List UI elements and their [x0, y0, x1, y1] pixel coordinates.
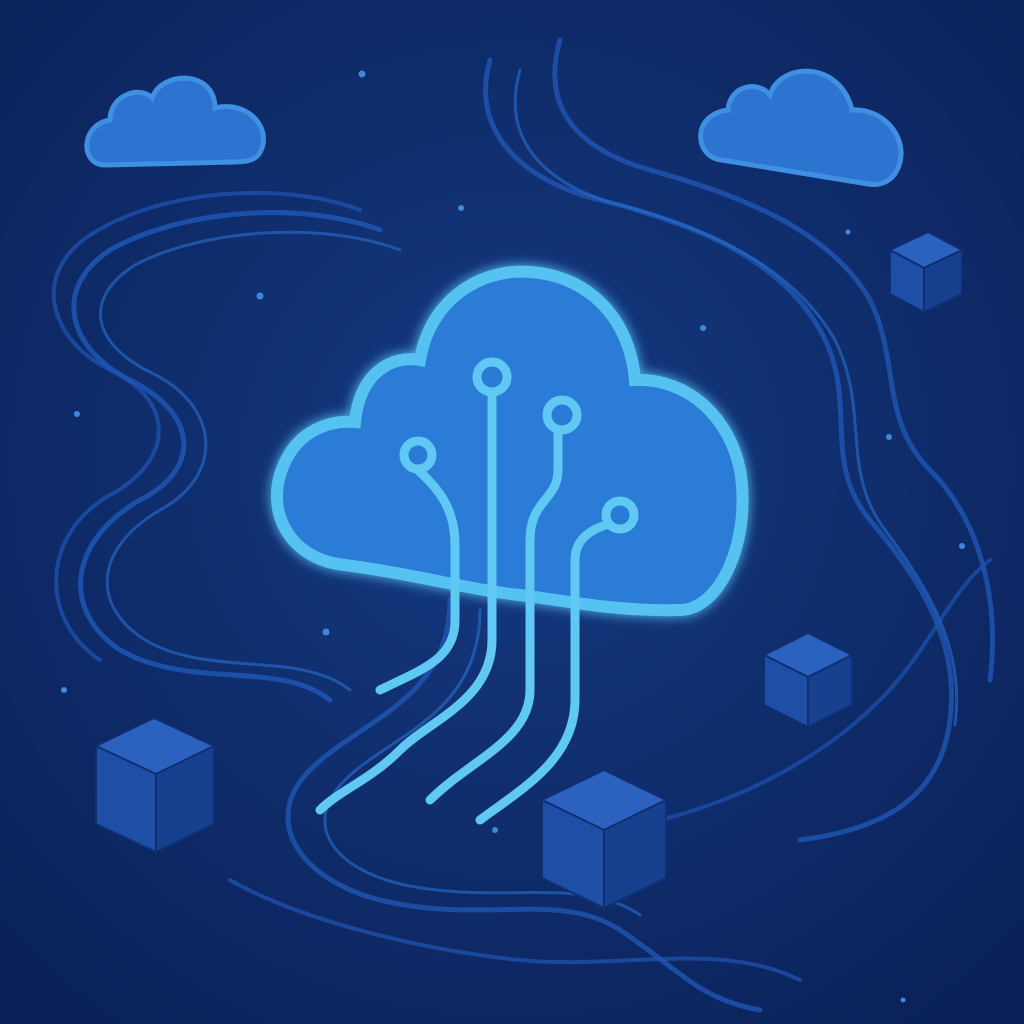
dot — [458, 205, 464, 211]
circuit-lines — [315, 387, 611, 825]
dot — [845, 229, 851, 235]
dot — [256, 292, 264, 300]
swirl-lines — [51, 37, 995, 1013]
dot — [959, 543, 965, 549]
cube-icon — [763, 632, 853, 728]
dot — [700, 325, 706, 331]
circuit-trace — [375, 465, 460, 695]
swirl-line — [658, 558, 992, 822]
swirl-line — [99, 230, 402, 692]
circuit-node — [542, 395, 582, 435]
dot — [886, 434, 892, 440]
dot — [74, 411, 80, 417]
swirl-line — [483, 57, 954, 843]
swirl-line — [51, 190, 362, 662]
dot — [358, 70, 366, 78]
cube-icon — [889, 231, 963, 313]
circuit-trace — [475, 520, 611, 825]
swirl-line — [228, 878, 802, 982]
dot — [61, 687, 67, 693]
swirl-line — [71, 210, 383, 703]
circuit-node — [601, 496, 639, 534]
dot — [322, 628, 330, 636]
dots — [61, 70, 965, 1003]
cloud-icon — [84, 75, 266, 168]
swirl-line — [513, 68, 959, 727]
dot — [900, 997, 906, 1003]
circuit-trace — [315, 387, 497, 815]
cube-icon — [95, 717, 215, 853]
cloud-icon — [698, 68, 904, 187]
swirl-line — [285, 597, 763, 1013]
circuit-node — [472, 357, 512, 397]
dot — [492, 827, 498, 833]
swirl-line — [552, 37, 995, 683]
circuit-node — [399, 436, 437, 474]
circuit-nodes — [399, 357, 639, 534]
circuit-trace — [425, 427, 563, 805]
cube-icon — [541, 769, 667, 909]
cloud-circuit-icon — [270, 265, 749, 825]
swirl-line — [323, 608, 642, 917]
